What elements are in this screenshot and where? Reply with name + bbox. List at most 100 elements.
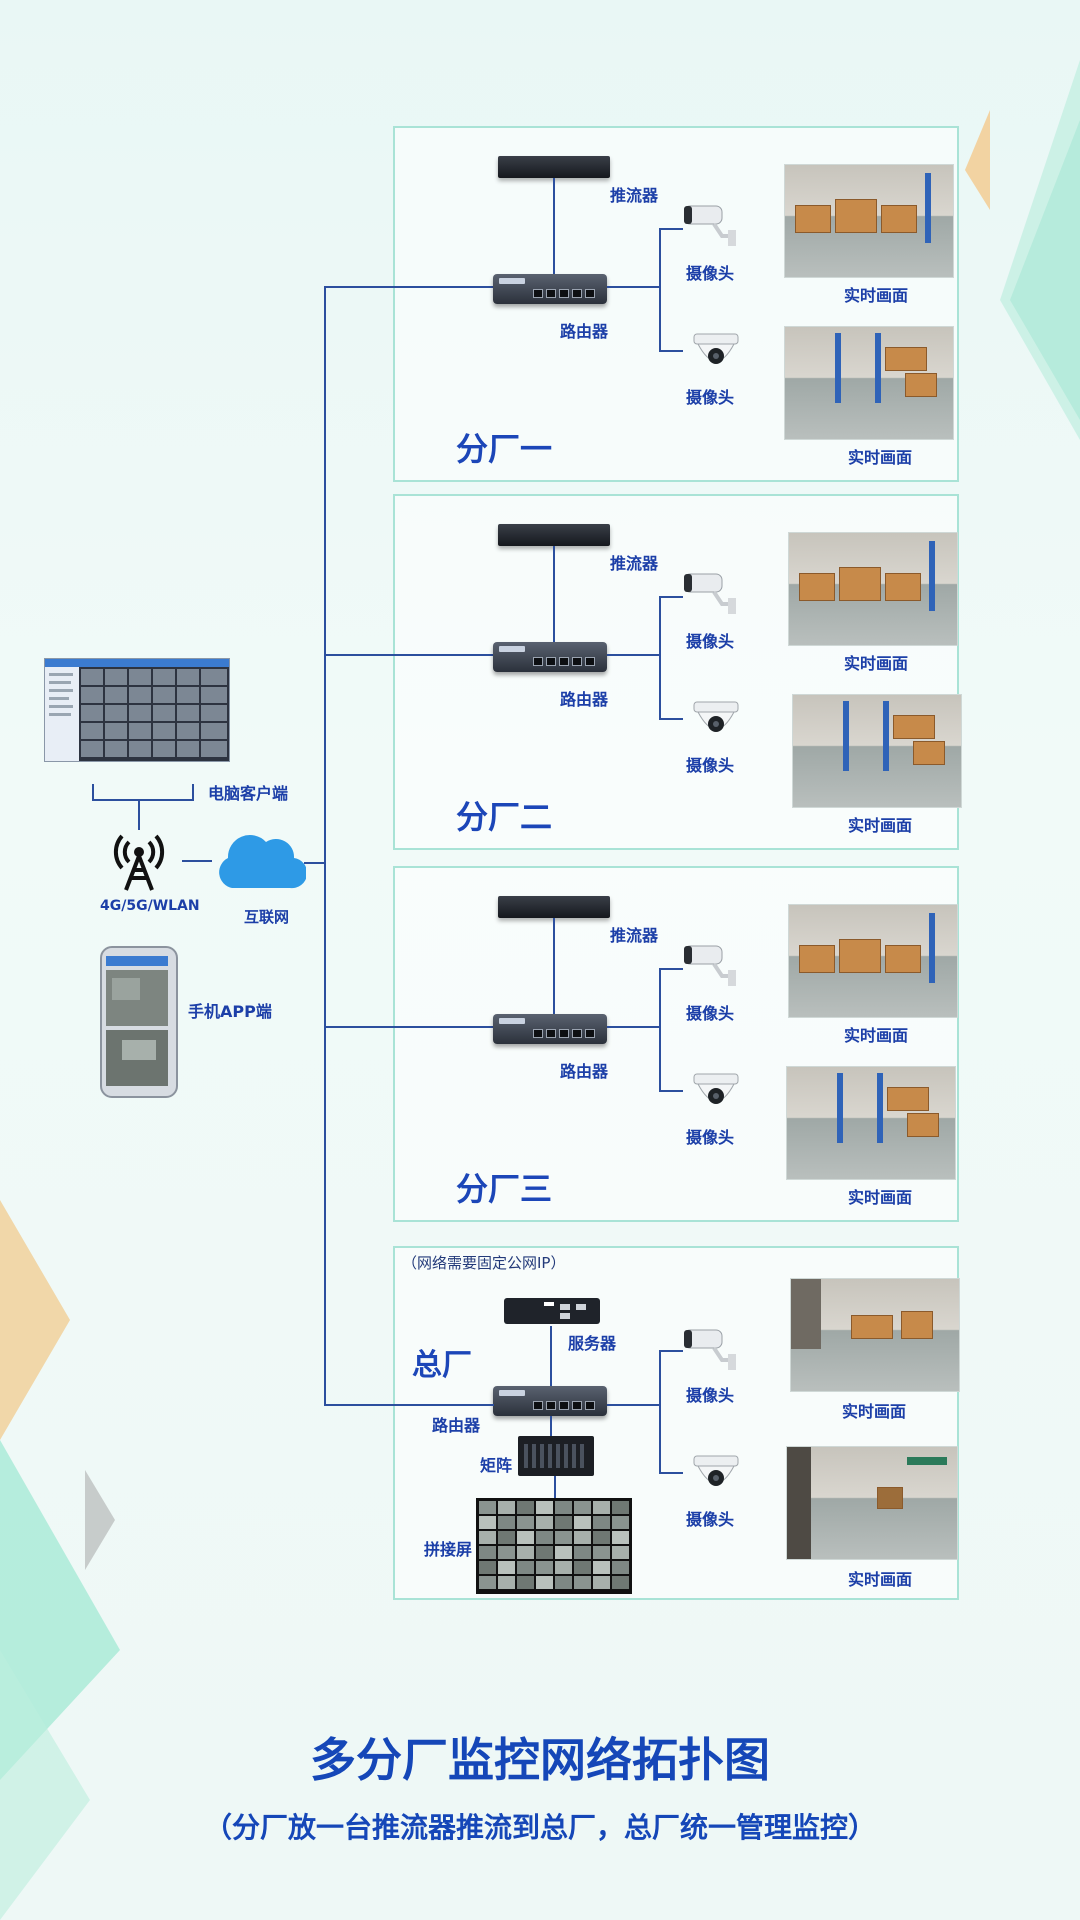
pc-to-tower-line: [138, 800, 140, 830]
server-icon: [504, 1298, 600, 1324]
pc-client-label: 电脑客户端: [208, 784, 289, 803]
video-wall-tile: [612, 1516, 629, 1529]
pc-client-video-grid: [45, 659, 229, 761]
hq-router-label: 路由器: [432, 1416, 481, 1435]
phone-app-device: [100, 946, 178, 1098]
router-icon: [493, 642, 607, 672]
router-to-cameras-line: [607, 286, 659, 288]
hq-router-to-cameras-line: [607, 1404, 659, 1406]
camera1-link: [659, 228, 683, 230]
streamer-to-router-line: [553, 546, 555, 656]
video-wall-tile: [593, 1576, 610, 1589]
feed2-label: 实时画面: [848, 1188, 913, 1207]
video-wall-tile: [612, 1546, 629, 1559]
video-wall-tile: [574, 1531, 591, 1544]
matrix-icon: [518, 1436, 594, 1476]
video-wall-tile: [479, 1501, 496, 1514]
router-label: 路由器: [560, 1062, 609, 1081]
hq-live-feed-2: [786, 1446, 958, 1560]
router-icon: [493, 274, 607, 304]
hq-camera1-link: [659, 1350, 683, 1352]
video-wall-tile: [498, 1501, 515, 1514]
video-wall-tile: [612, 1576, 629, 1589]
streamer-to-router-line: [553, 178, 555, 288]
camera1-label: 摄像头: [686, 1004, 735, 1023]
video-wall-tile: [555, 1501, 572, 1514]
feed1-label: 实时画面: [844, 286, 909, 305]
video-wall-tile: [555, 1531, 572, 1544]
video-wall-tile: [498, 1576, 515, 1589]
router-to-cameras-line: [607, 1026, 659, 1028]
video-wall-tile: [555, 1516, 572, 1529]
router-icon: [493, 1014, 607, 1044]
diagram-subtitle: （分厂放一台推流器推流到总厂，总厂统一管理监控）: [203, 1811, 876, 1844]
hq-camera2-label: 摄像头: [686, 1510, 735, 1529]
bullet-camera-icon: [684, 573, 736, 614]
video-wall-tile: [479, 1531, 496, 1544]
streamer-to-router-line: [553, 918, 555, 1028]
live-feed-2: [784, 326, 954, 440]
dome-camera-icon: [693, 1073, 739, 1104]
phone-app-label: 手机APP端: [188, 1002, 272, 1021]
video-wall-tile: [574, 1516, 591, 1529]
camera1-label: 摄像头: [686, 632, 735, 651]
cloud-to-backbone-line: [304, 862, 326, 864]
pc-bracket-left: [92, 784, 94, 800]
diagram-title: 多分厂监控网络拓扑图: [310, 1733, 770, 1787]
dome-camera-icon: [693, 1455, 739, 1486]
camera-branch-line: [659, 968, 661, 1092]
tower-to-cloud-line: [182, 860, 212, 862]
hq-router-icon: [493, 1386, 607, 1416]
camera2-label: 摄像头: [686, 1128, 735, 1147]
bullet-camera-icon: [684, 205, 736, 246]
hq-note: （网络需要固定公网IP）: [402, 1254, 566, 1272]
video-wall-tile: [593, 1531, 610, 1544]
streamer-label: 推流器: [610, 926, 659, 945]
branch-name: 分厂一: [456, 430, 553, 468]
video-wall-tile: [498, 1546, 515, 1559]
video-wall-tile: [536, 1516, 553, 1529]
camera2-link: [659, 350, 683, 352]
hq-name: 总厂: [412, 1348, 472, 1383]
video-wall-tile: [574, 1561, 591, 1574]
video-wall-tile: [498, 1516, 515, 1529]
live-feed-2: [786, 1066, 956, 1180]
camera1-link: [659, 968, 683, 970]
branch-name: 分厂二: [456, 798, 553, 836]
live-feed-1: [788, 532, 958, 646]
server-label: 服务器: [568, 1334, 617, 1353]
camera2-link: [659, 1090, 683, 1092]
camera2-label: 摄像头: [686, 756, 735, 775]
antenna-tower-icon: [113, 834, 165, 891]
hq-feed2-label: 实时画面: [848, 1570, 913, 1589]
video-wall-tile: [517, 1546, 534, 1559]
video-wall-tile: [479, 1561, 496, 1574]
streamer-icon: [498, 896, 610, 918]
hq-camera1-label: 摄像头: [686, 1386, 735, 1405]
router-label: 路由器: [560, 690, 609, 709]
matrix-to-wall-line: [554, 1476, 556, 1500]
video-wall-tile: [536, 1531, 553, 1544]
streamer-icon: [498, 524, 610, 546]
hq-camera2-link: [659, 1472, 683, 1474]
hq-live-feed-1: [790, 1278, 960, 1392]
video-wall-tile: [555, 1561, 572, 1574]
bullet-camera-icon: [684, 1329, 736, 1370]
dome-camera-icon: [693, 701, 739, 732]
router-label: 路由器: [560, 322, 609, 341]
backbone-to-router-line: [324, 1026, 494, 1028]
live-feed-2: [792, 694, 962, 808]
video-wall-tile: [536, 1576, 553, 1589]
video-wall-tile: [517, 1576, 534, 1589]
phone-app-screen: [106, 956, 168, 1086]
camera-branch-line: [659, 596, 661, 720]
video-wall-tile: [593, 1561, 610, 1574]
video-wall-tile: [574, 1546, 591, 1559]
video-wall-tile: [498, 1561, 515, 1574]
video-wall-tile: [536, 1501, 553, 1514]
streamer-label: 推流器: [610, 186, 659, 205]
video-wall-icon: [476, 1498, 632, 1594]
video-wall-tile: [536, 1561, 553, 1574]
video-wall-tile: [593, 1546, 610, 1559]
video-wall-tile: [555, 1546, 572, 1559]
